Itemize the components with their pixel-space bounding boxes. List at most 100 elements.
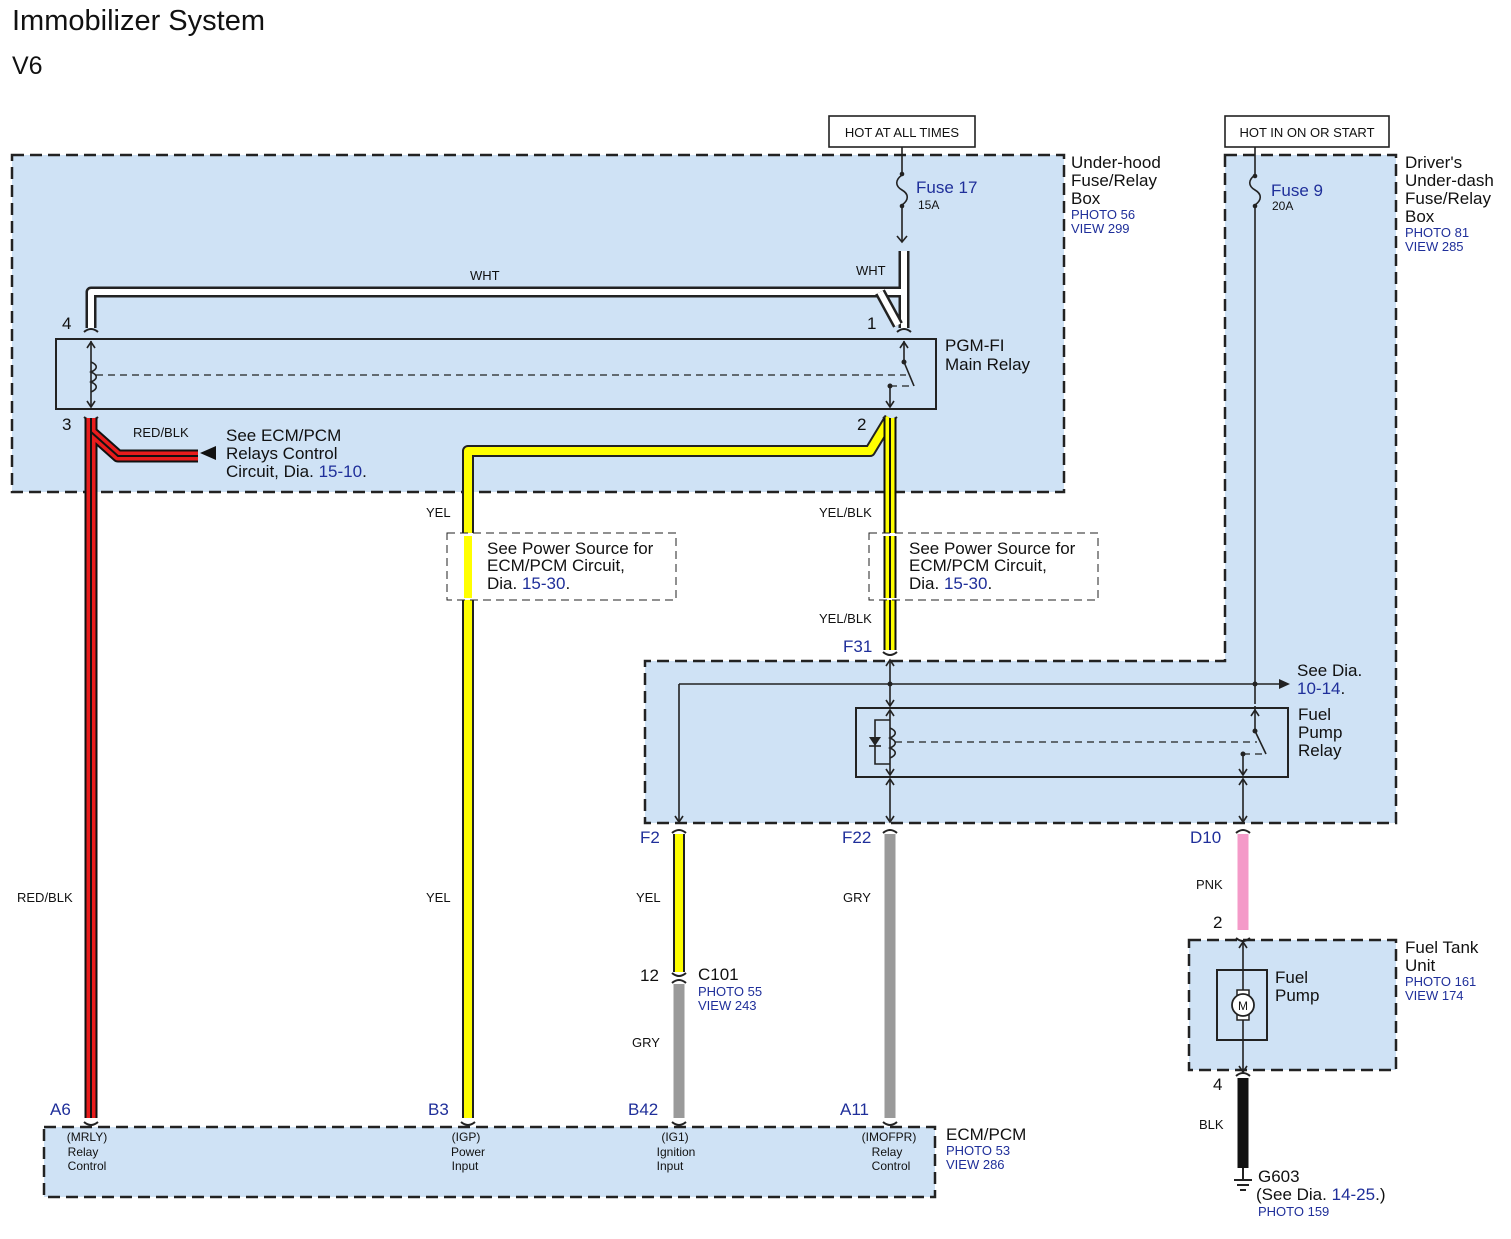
wire-label-gry-f22: GRY	[843, 890, 871, 905]
svg-text:Driver's: Driver's	[1405, 153, 1462, 172]
svg-text:Dia. 15-30.: Dia. 15-30.	[909, 574, 992, 593]
connector-b3: B3	[428, 1100, 449, 1119]
fuel-pump-relay	[855, 707, 1289, 778]
fuel-pump-label: Fuel Pump	[1275, 968, 1319, 1005]
underdash-fuse-relay-box	[643, 153, 1398, 825]
fuel-pump-symbol-box	[1216, 969, 1268, 1041]
svg-text:(MRLY): (MRLY)	[67, 1130, 107, 1144]
fuse17-symbol	[895, 174, 909, 206]
ecm-pcm-label: ECM/PCM PHOTO 53 VIEW 286	[946, 1125, 1026, 1172]
connector-f22: F22	[842, 828, 871, 847]
svg-text:PHOTO 159: PHOTO 159	[1258, 1204, 1329, 1219]
svg-text:ECM/PCM Circuit,: ECM/PCM Circuit,	[909, 556, 1047, 575]
svg-text:Unit: Unit	[1405, 956, 1436, 975]
wire-label-redblk-main: RED/BLK	[17, 890, 73, 905]
svg-text:PHOTO 56: PHOTO 56	[1071, 207, 1135, 222]
ecm-pin-igp: (IGP) Power Input	[451, 1130, 485, 1173]
main-relay-internals	[86, 340, 915, 409]
fuel-tank-unit-label: Fuel Tank Unit PHOTO 161 VIEW 174	[1405, 938, 1479, 1003]
svg-text:Relay: Relay	[1298, 741, 1342, 760]
svg-text:Input: Input	[452, 1159, 479, 1173]
fuel-pump-pin4: 4	[1213, 1075, 1222, 1094]
ecm-pin-imofpr: (IMOFPR) Relay Control	[862, 1130, 917, 1173]
wire-label-gry-c101: GRY	[632, 1035, 660, 1050]
diagram-title: Immobilizer System	[12, 5, 265, 37]
see-power-source-note-b-frame	[868, 532, 1099, 601]
underhood-box-label: Under-hood Fuse/Relay Box PHOTO 56 VIEW …	[1071, 153, 1161, 236]
ground-g603-icon	[1234, 1168, 1252, 1191]
svg-text:VIEW 243: VIEW 243	[698, 998, 757, 1013]
wire-label-yelblk-lower: YEL/BLK	[819, 611, 872, 626]
svg-text:Fuel Tank: Fuel Tank	[1405, 938, 1479, 957]
connector-d10: D10	[1190, 828, 1221, 847]
wire-yel-power	[462, 414, 896, 1118]
svg-text:Dia. 15-30.: Dia. 15-30.	[487, 574, 570, 593]
svg-text:Relay: Relay	[68, 1145, 99, 1159]
svg-text:Fuel: Fuel	[1275, 968, 1308, 987]
svg-text:PGM-FI: PGM-FI	[945, 336, 1005, 355]
svg-text:Pump: Pump	[1298, 723, 1342, 742]
fuse17-rating: 15A	[918, 198, 939, 212]
main-relay-pin3: 3	[62, 415, 71, 434]
wire-label-blk: BLK	[1199, 1117, 1224, 1132]
svg-text:Fuse/Relay: Fuse/Relay	[1071, 171, 1157, 190]
svg-text:(IMOFPR): (IMOFPR)	[862, 1130, 917, 1144]
wire-label-wht-top: WHT	[470, 268, 500, 283]
wire-label-yel-f2: YEL	[636, 890, 661, 905]
wire-label-yelblk-upper: YEL/BLK	[819, 505, 872, 520]
svg-text:VIEW 174: VIEW 174	[1405, 988, 1464, 1003]
see-power-source-note-a-frame	[446, 532, 677, 601]
svg-text:Under-hood: Under-hood	[1071, 153, 1161, 172]
svg-text:See Power Source for: See Power Source for	[909, 539, 1076, 558]
svg-text:Circuit, Dia. 15-10.: Circuit, Dia. 15-10.	[226, 462, 367, 481]
svg-text:ECM/PCM Circuit,: ECM/PCM Circuit,	[487, 556, 625, 575]
svg-text:(See Dia. 14-25.): (See Dia. 14-25.)	[1256, 1185, 1385, 1204]
svg-text:Ignition: Ignition	[657, 1145, 696, 1159]
c101-pin: 12	[640, 966, 659, 985]
see-relays-control-note: See ECM/PCM Relays Control Circuit, Dia.…	[226, 426, 367, 481]
connector-f2: F2	[640, 828, 660, 847]
wire-label-yel-lower: YEL	[426, 890, 451, 905]
see-power-source-note-a: See Power Source for ECM/PCM Circuit, Di…	[487, 539, 654, 593]
svg-text:ECM/PCM: ECM/PCM	[946, 1125, 1026, 1144]
ecm-pcm-box	[42, 1125, 937, 1199]
svg-text:PHOTO 53: PHOTO 53	[946, 1143, 1010, 1158]
wire-wht	[85, 251, 910, 328]
ecm-pin-ig1: (IG1) Ignition Input	[657, 1130, 696, 1173]
connector-b42: B42	[628, 1100, 658, 1119]
hot-at-all-times-label: HOT AT ALL TIMES	[845, 125, 959, 140]
fuel-pump-motor-icon	[1231, 993, 1255, 1017]
svg-text:PHOTO 55: PHOTO 55	[698, 984, 762, 999]
fuel-pump-motor-symbol: M	[1238, 999, 1248, 1013]
underdash-internal-wiring	[674, 658, 1290, 824]
wire-label-pnk: PNK	[1196, 877, 1223, 892]
c101-label: C101 PHOTO 55 VIEW 243	[698, 965, 762, 1013]
svg-text:G603: G603	[1258, 1167, 1300, 1186]
main-relay-pin1: 1	[867, 314, 876, 333]
svg-text:Control: Control	[68, 1159, 107, 1173]
main-relay-pin4: 4	[62, 314, 71, 333]
connector-caps	[83, 328, 1251, 1077]
ecm-pin-mrly: (MRLY) Relay Control	[67, 1130, 107, 1173]
svg-text:VIEW 285: VIEW 285	[1405, 239, 1464, 254]
fuse9-rating: 20A	[1272, 199, 1293, 213]
svg-text:PHOTO 81: PHOTO 81	[1405, 225, 1469, 240]
svg-text:VIEW 299: VIEW 299	[1071, 221, 1130, 236]
svg-text:Pump: Pump	[1275, 986, 1319, 1005]
svg-text:Box: Box	[1071, 189, 1101, 208]
svg-text:C101: C101	[698, 965, 739, 984]
see-power-source-note-b: See Power Source for ECM/PCM Circuit, Di…	[909, 539, 1076, 593]
svg-text:VIEW 286: VIEW 286	[946, 1157, 1005, 1172]
svg-text:Input: Input	[657, 1159, 684, 1173]
see-dia-10-14-note: See Dia. 10-14.	[1297, 661, 1362, 698]
hot-at-all-times-box	[828, 115, 976, 148]
svg-text:10-14.: 10-14.	[1297, 679, 1345, 698]
svg-text:Main Relay: Main Relay	[945, 355, 1031, 374]
svg-text:PHOTO 161: PHOTO 161	[1405, 974, 1476, 989]
svg-text:(IG1): (IG1)	[661, 1130, 688, 1144]
wire-label-redblk-branch: RED/BLK	[133, 425, 189, 440]
wire-red-blk	[84, 418, 216, 1118]
connector-a6: A6	[50, 1100, 71, 1119]
g603-label: G603 (See Dia. 14-25.) PHOTO 159	[1256, 1167, 1385, 1219]
fuse9-name: Fuse 9	[1271, 181, 1323, 200]
